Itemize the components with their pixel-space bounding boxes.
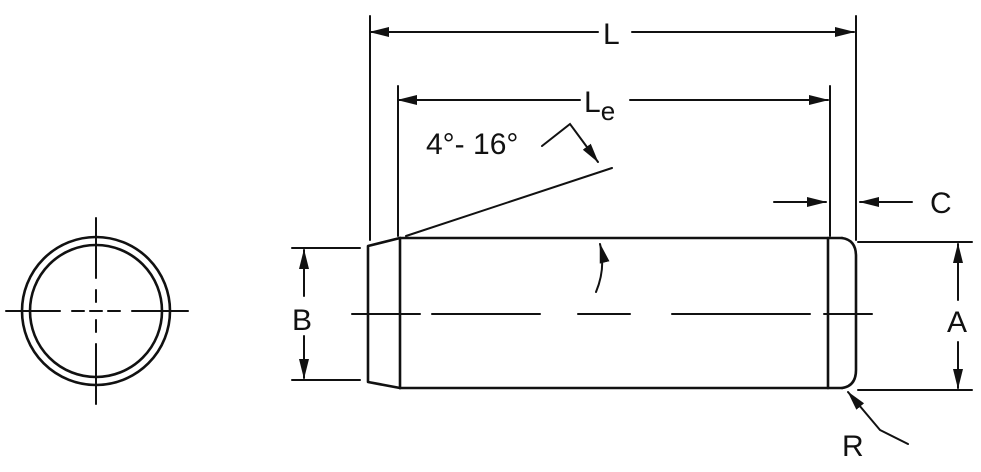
taper-angle-arc-arrow bbox=[595, 243, 610, 293]
radius-leader bbox=[847, 391, 909, 445]
label-b: B bbox=[292, 304, 312, 337]
dimension-l: L bbox=[369, 15, 857, 241]
label-l: L bbox=[603, 18, 620, 51]
label-taper-angle: 4°- 16° bbox=[426, 128, 518, 161]
label-a: A bbox=[947, 306, 967, 339]
pin-side-view bbox=[351, 236, 873, 390]
taper-reference-line bbox=[405, 167, 613, 237]
label-c: C bbox=[930, 187, 952, 220]
taper-angle-callout: 4°- 16° bbox=[405, 122, 613, 293]
taper-leader bbox=[541, 122, 599, 163]
radius-callout: R bbox=[842, 391, 909, 463]
label-r: R bbox=[842, 430, 864, 463]
dimension-c: C bbox=[773, 187, 952, 220]
dimension-le: Le bbox=[397, 85, 831, 237]
dimension-a: A bbox=[857, 241, 973, 391]
dimension-b: B bbox=[291, 247, 361, 381]
end-view bbox=[5, 217, 189, 405]
label-le: Le bbox=[584, 86, 615, 126]
